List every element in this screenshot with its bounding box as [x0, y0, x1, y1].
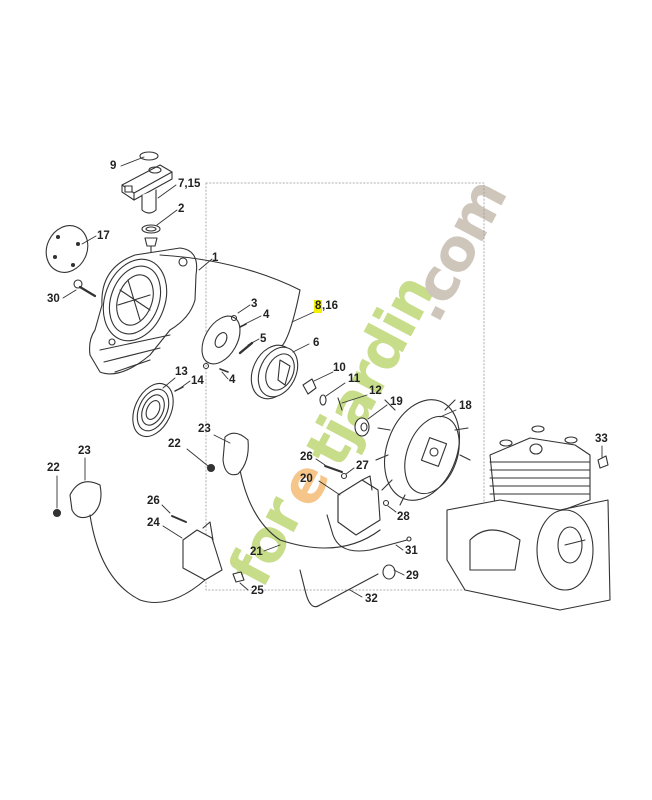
callout-6[interactable]: 6 [313, 337, 320, 349]
callout-23-right[interactable]: 23 [198, 423, 211, 435]
callout-11[interactable]: 11 [348, 373, 361, 385]
callout-33[interactable]: 33 [595, 433, 608, 445]
ignition-module-left-part [182, 521, 223, 581]
callout-27[interactable]: 27 [356, 460, 369, 472]
cover-plate-part [45, 225, 89, 273]
callout-23-left[interactable]: 23 [78, 445, 91, 457]
callout-14[interactable]: 14 [191, 375, 204, 387]
callout-7-15[interactable]: 7,15 [178, 178, 201, 190]
callout-28[interactable]: 28 [397, 511, 410, 523]
callout-1[interactable]: 1 [212, 252, 219, 264]
rewind-spring-part [132, 382, 174, 438]
spark-plug-boot-right [222, 432, 249, 476]
fan-housing-part [89, 247, 301, 375]
callout-13[interactable]: 13 [175, 366, 188, 378]
callout-19[interactable]: 19 [390, 396, 403, 408]
callout-26-right[interactable]: 26 [300, 451, 313, 463]
callout-8-highlighted[interactable]: 8 [314, 300, 323, 313]
callout-24[interactable]: 24 [147, 517, 160, 529]
callout-32[interactable]: 32 [365, 593, 378, 605]
engine-part [446, 425, 611, 611]
spark-plug-boot-left [69, 481, 102, 519]
flywheel-part [375, 399, 471, 506]
callout-21[interactable]: 21 [250, 546, 263, 558]
callout-29[interactable]: 29 [406, 570, 419, 582]
callout-25[interactable]: 25 [251, 585, 264, 597]
callout-22-left[interactable]: 22 [47, 462, 60, 474]
ignition-module-part [337, 475, 381, 536]
callout-10[interactable]: 10 [333, 362, 346, 374]
callout-9[interactable]: 9 [110, 160, 117, 172]
callout-20[interactable]: 20 [300, 473, 313, 485]
rope-rotor-part [250, 289, 301, 400]
callout-12[interactable]: 12 [369, 385, 382, 397]
callout-18[interactable]: 18 [459, 400, 472, 412]
callout-17[interactable]: 17 [97, 230, 110, 242]
callout-31[interactable]: 31 [405, 545, 418, 557]
callout-22-right[interactable]: 22 [168, 438, 181, 450]
callout-4-bottom[interactable]: 4 [229, 374, 236, 386]
callout-26-left[interactable]: 26 [147, 495, 160, 507]
callout-3[interactable]: 3 [251, 298, 258, 310]
pulley-plate-part [201, 315, 241, 365]
callout-4-top[interactable]: 4 [263, 309, 270, 321]
callout-8-16-suffix[interactable]: ,16 [322, 300, 338, 312]
callout-2[interactable]: 2 [178, 203, 185, 215]
starter-grip-part [121, 151, 173, 259]
callout-30[interactable]: 30 [47, 293, 60, 305]
callout-5[interactable]: 5 [260, 333, 267, 345]
